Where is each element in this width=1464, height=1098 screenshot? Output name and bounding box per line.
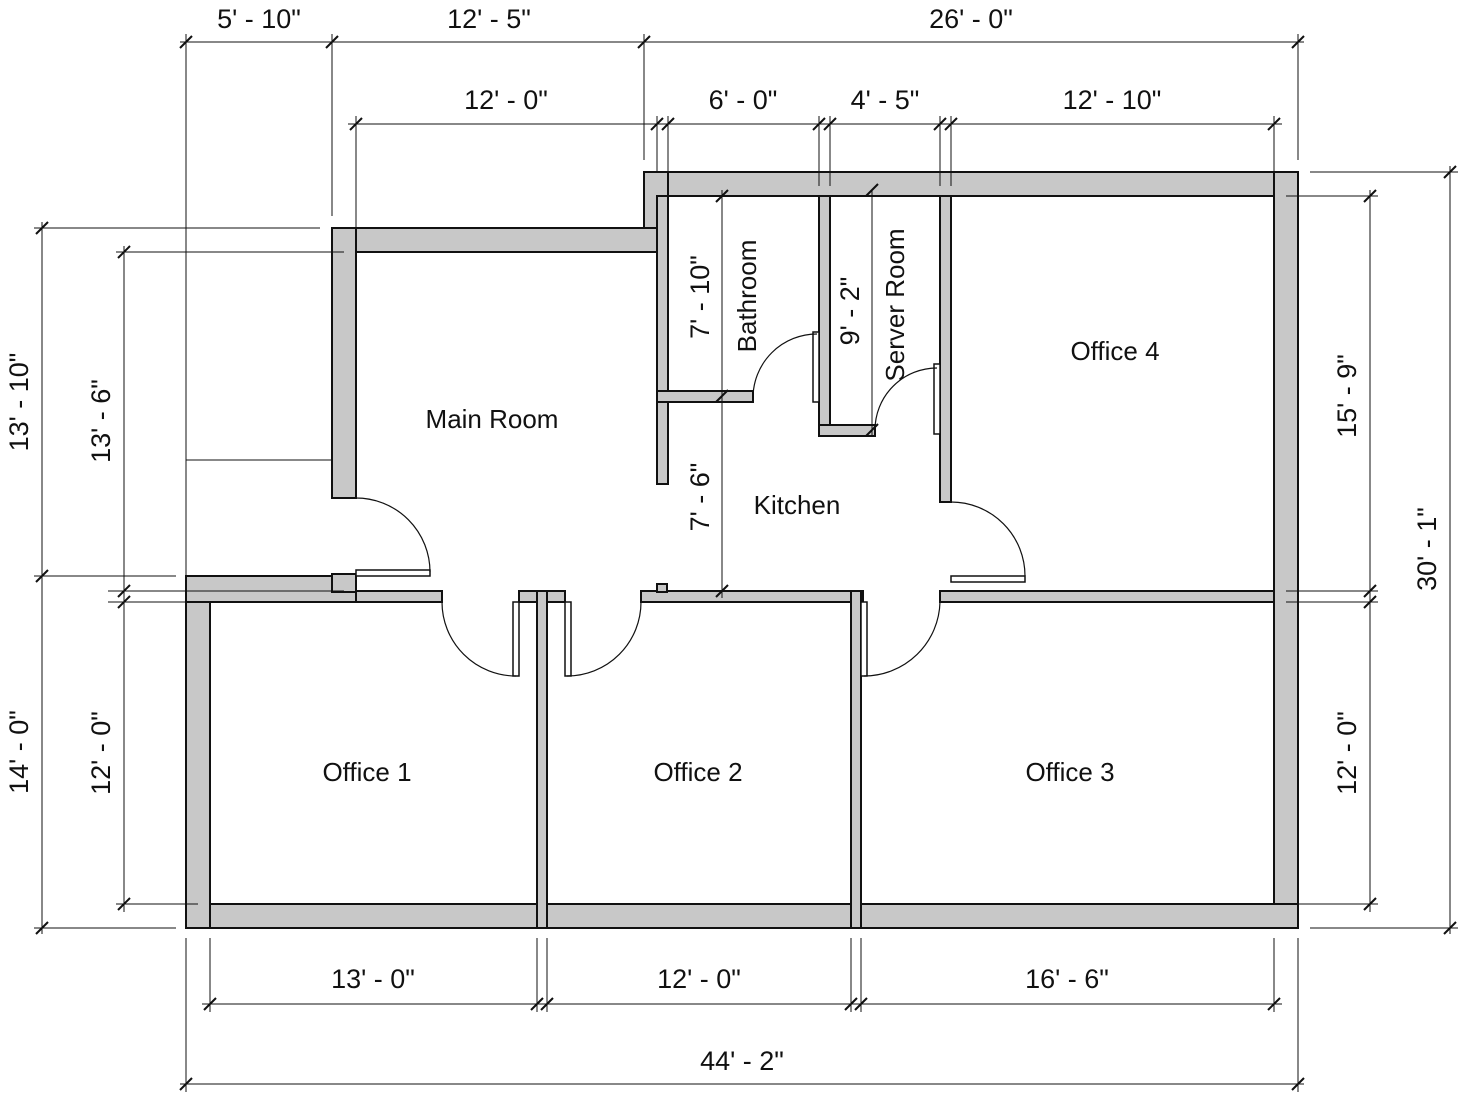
wall-top-right: [643, 171, 1299, 197]
room-label-office-4: Office 4: [1070, 336, 1159, 366]
wall-office-2-3: [850, 590, 862, 929]
dim-left-outer-2: 14' - 0": [4, 710, 34, 794]
bathroom-door-swing: [752, 333, 818, 399]
office-1-door-leaf: [512, 601, 520, 677]
wall-lower-left-top: [185, 575, 357, 603]
dim-bottom-inner-1: 13' - 0": [331, 964, 415, 994]
room-label-bathroom: Bathroom: [732, 240, 762, 353]
wall-top-left: [331, 227, 669, 253]
main-entry-door-leaf: [355, 569, 431, 577]
walls: [185, 171, 1299, 929]
dim-top-outer-1: 5' - 10": [217, 4, 301, 34]
dim-right-inner-1: 15' - 9": [1332, 354, 1362, 438]
office-2-door-leaf: [564, 601, 572, 677]
doors: [355, 331, 1026, 677]
office-3-door-swing: [863, 601, 941, 677]
wall-left-lower: [185, 575, 211, 929]
bathroom-door-leaf: [812, 331, 820, 403]
wall-bath-right: [818, 195, 831, 437]
office-4-door-swing: [950, 501, 1026, 577]
room-labels: Main Room Kitchen Office 4 Office 1 Offi…: [322, 228, 1159, 787]
dim-top-outer-3: 26' - 0": [929, 4, 1013, 34]
dim-bathroom-height: 7' - 10": [685, 255, 715, 339]
room-label-office-2: Office 2: [653, 757, 742, 787]
wall-bath-bottom: [656, 390, 754, 403]
dim-kitchen-height: 7' - 6": [685, 463, 715, 532]
room-label-office-3: Office 3: [1025, 757, 1114, 787]
dimension-lines: [34, 34, 1458, 1092]
room-label-office-1: Office 1: [322, 757, 411, 787]
office-1-door-swing: [441, 601, 517, 677]
wall-office-1-2: [536, 590, 548, 929]
main-entry-door-swing: [355, 497, 431, 573]
wall-mid-seg-3: [640, 590, 864, 603]
room-label-kitchen: Kitchen: [754, 490, 841, 520]
dim-server-room-height: 9' - 2": [835, 277, 865, 346]
dim-bottom-inner-3: 16' - 6": [1025, 964, 1109, 994]
server-room-door-swing: [874, 367, 938, 431]
office-3-door-leaf: [860, 601, 868, 677]
wall-right: [1273, 171, 1299, 929]
wall-mid-seg-1: [355, 590, 443, 603]
wall-mid-seg-4: [939, 590, 1275, 603]
room-label-server-room: Server Room: [880, 228, 910, 381]
dim-left-outer-1: 13' - 10": [4, 353, 34, 452]
dim-bottom-inner-2: 12' - 0": [657, 964, 741, 994]
wall-bath-left: [656, 195, 669, 485]
dim-top-inner-2: 6' - 0": [709, 85, 778, 115]
office-4-door-leaf: [950, 575, 1026, 583]
wall-server-bottom: [818, 424, 876, 437]
server-room-door-leaf: [933, 363, 941, 435]
wall-mid-step: [331, 573, 357, 593]
dim-bottom-outer: 44' - 2": [700, 1046, 784, 1076]
office-2-door-swing: [566, 601, 642, 677]
room-label-main-room: Main Room: [426, 404, 559, 434]
dim-top-outer-2: 12' - 5": [447, 4, 531, 34]
wall-server-right: [939, 195, 952, 503]
dim-right-inner-2: 12' - 0": [1332, 711, 1362, 795]
dim-left-inner-2: 12' - 0": [86, 711, 116, 795]
wall-bottom: [185, 903, 1299, 929]
dimension-labels: 5' - 10" 12' - 5" 26' - 0" 12' - 0" 6' -…: [4, 4, 1442, 1076]
dim-top-inner-4: 12' - 10": [1063, 85, 1162, 115]
dim-top-inner-1: 12' - 0": [464, 85, 548, 115]
dim-left-inner-1: 13' - 6": [86, 379, 116, 463]
wall-left-upper: [331, 227, 357, 499]
dim-top-inner-3: 4' - 5": [851, 85, 920, 115]
dim-right-outer: 30' - 1": [1412, 507, 1442, 591]
wall-mid-stub: [656, 583, 668, 593]
